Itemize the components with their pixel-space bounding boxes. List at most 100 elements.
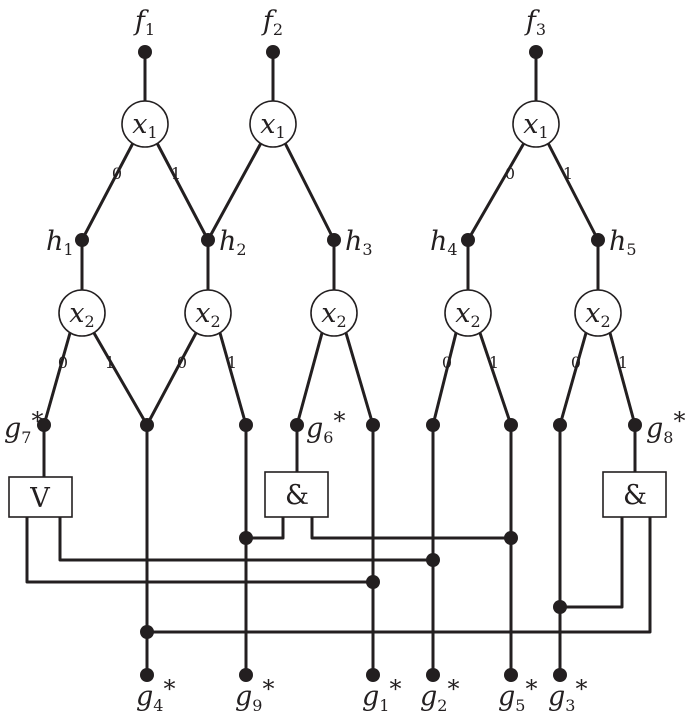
wire <box>145 515 652 634</box>
decision-node-x2: x2 <box>184 289 232 337</box>
wire <box>283 141 336 242</box>
gate-label: & <box>623 480 647 511</box>
junction-dot <box>140 418 154 432</box>
decision-node-x1: x1 <box>121 100 169 148</box>
node-g8 <box>628 418 642 432</box>
node-circle <box>512 100 560 148</box>
output-terminal-g5 <box>504 668 518 682</box>
output-label-g2: g2* <box>420 675 459 715</box>
output-terminal-g2 <box>426 668 440 682</box>
node-label: x1 <box>523 109 548 142</box>
decision-node-x2: x2 <box>310 289 358 337</box>
node-circle <box>310 289 358 337</box>
output-label-g9: g9* <box>235 675 274 715</box>
wires <box>25 50 652 677</box>
junction-dot <box>426 553 440 567</box>
output-terminal-g1 <box>366 668 380 682</box>
wire <box>80 141 135 242</box>
decision-node-x2: x2 <box>574 289 622 337</box>
wire <box>244 515 285 540</box>
input-terminal-f1 <box>138 45 152 59</box>
output-label-g1: g1* <box>362 675 401 715</box>
edge-label-0: 0 <box>58 353 68 372</box>
node-label-g6: g6* <box>306 407 345 447</box>
wire <box>608 331 637 427</box>
input-label-f3: f3 <box>524 6 546 39</box>
junction-dot <box>366 575 380 589</box>
gate-label: V <box>29 483 50 514</box>
wire <box>92 331 149 427</box>
decision-node-x2: x2 <box>58 289 106 337</box>
node-label-h5: h5 <box>609 226 637 259</box>
wire <box>295 331 324 427</box>
edge-label-1: 1 <box>171 164 181 183</box>
node-label-g7: g7* <box>4 407 43 447</box>
junction-dot <box>553 600 567 614</box>
decision-node-x1: x1 <box>512 100 560 148</box>
wire <box>466 141 526 242</box>
output-terminal-g3 <box>553 668 567 682</box>
input-label-f1: f1 <box>133 6 155 39</box>
node-h3 <box>327 233 341 247</box>
input-terminal-f3 <box>529 45 543 59</box>
junction-dots <box>37 45 642 682</box>
wire <box>344 331 375 427</box>
edge-label-1: 1 <box>489 353 499 372</box>
node-circle <box>121 100 169 148</box>
node-label: x2 <box>321 298 346 331</box>
node-label: x2 <box>195 298 220 331</box>
wire <box>218 331 248 427</box>
edge-label-1: 1 <box>563 164 573 183</box>
node-h2 <box>201 233 215 247</box>
node-circle <box>249 100 297 148</box>
edge-labels: 0 1 0 1 0 1 0 1 0 1 0 1 <box>58 164 628 372</box>
node-label-h4: h4 <box>430 226 458 259</box>
junction-dot <box>504 418 518 432</box>
node-h1 <box>75 233 89 247</box>
junction-dot <box>140 625 154 639</box>
decision-node-x1: x1 <box>249 100 297 148</box>
node-label-h2: h2 <box>219 226 247 259</box>
junction-dot <box>366 418 380 432</box>
output-label-g5: g5* <box>498 675 537 715</box>
gate-box <box>264 471 329 518</box>
wire <box>145 331 198 427</box>
node-circle <box>444 289 492 337</box>
wire <box>155 141 210 242</box>
gate-label: & <box>285 480 309 511</box>
output-label-g4: g4* <box>136 675 175 715</box>
wire <box>206 141 263 242</box>
node-g7 <box>37 418 51 432</box>
wire <box>431 331 458 427</box>
output-label-g3: g3* <box>548 675 587 715</box>
wire <box>58 515 435 562</box>
edge-label-1: 1 <box>105 353 115 372</box>
edge-label-1: 1 <box>227 353 237 372</box>
node-h4 <box>461 233 475 247</box>
node-circle <box>184 289 232 337</box>
junction-dot <box>504 531 518 545</box>
node-label: x1 <box>260 109 285 142</box>
wire <box>558 515 624 609</box>
node-label: x2 <box>69 298 94 331</box>
edge-label-0: 0 <box>505 164 515 183</box>
gate-box <box>8 476 73 518</box>
node-circle <box>574 289 622 337</box>
node-g6 <box>290 418 304 432</box>
node-circle <box>58 289 106 337</box>
node-label: x2 <box>585 298 610 331</box>
node-label: x1 <box>132 109 157 142</box>
junction-dot <box>426 418 440 432</box>
node-h5 <box>591 233 605 247</box>
output-terminal-g4 <box>140 668 154 682</box>
node-label-g8: g8* <box>646 407 685 447</box>
decision-node-x2: x2 <box>444 289 492 337</box>
wire <box>546 141 600 242</box>
wire <box>25 515 375 584</box>
edge-label-0: 0 <box>571 353 581 372</box>
and-gate: & <box>602 471 667 518</box>
junction-dot <box>239 531 253 545</box>
node-label-h1: h1 <box>46 226 74 259</box>
gate-box <box>602 471 667 518</box>
